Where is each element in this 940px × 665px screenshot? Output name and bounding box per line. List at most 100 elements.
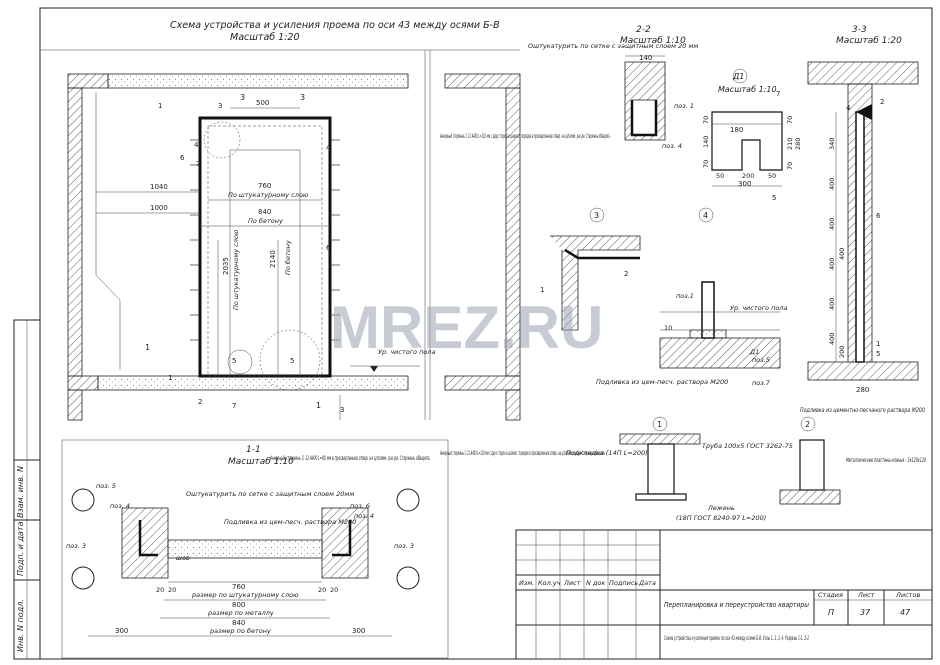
d1-dim-180: 180 bbox=[730, 126, 743, 134]
node-2: 2 Металлические пластины-клинья - 5х120х… bbox=[779, 416, 926, 505]
tb-sheets-h: Листов bbox=[895, 591, 920, 599]
s11-anchor-right-note: Анкерный стержень ∅ 12 А400 L=110 мм с д… bbox=[440, 449, 605, 457]
plan-dim-500: 500 bbox=[256, 99, 269, 107]
s33-dim-400a: 400 bbox=[828, 178, 836, 190]
s33-label-1: 1 bbox=[876, 340, 880, 348]
tb-col-sign: Подпись bbox=[609, 579, 638, 587]
section-3-3: 3-3 Масштаб 1:20 340 400 400 400 400 400… bbox=[800, 25, 925, 414]
plan-cut-3a: 3 bbox=[240, 93, 245, 102]
s11-dim-20c: 20 bbox=[318, 586, 326, 594]
s11-dim-20b: 20 bbox=[168, 586, 176, 594]
plan-label-2: 2 bbox=[198, 398, 202, 406]
s33-label-6: 6 bbox=[876, 212, 881, 220]
d1-dim-200: 200 bbox=[742, 172, 754, 180]
d1-dim-210: 210 bbox=[786, 138, 794, 150]
tb-col-date: Дата bbox=[638, 579, 656, 587]
d1-dim-280: 280 bbox=[794, 138, 802, 150]
s11-dim-20d: 20 bbox=[330, 586, 338, 594]
plan-dim-1040: 1040 bbox=[150, 183, 168, 191]
node4-pos1: поз.1 bbox=[676, 292, 694, 300]
s11-note-fill: Подливка из цем-песч. раствора М200 bbox=[224, 518, 356, 526]
s22-note2: Анкерный стержень ∅ 12 А400 L=110 мм с д… bbox=[440, 132, 610, 140]
tb-col-list: Лист bbox=[563, 579, 581, 587]
node1-lezhen2: (18П ГОСТ 8240-97 L=200) bbox=[676, 514, 766, 522]
plan-label-1: 1 bbox=[158, 102, 162, 110]
watermark: MREZ.RU bbox=[330, 294, 603, 361]
d1-dim-70b: 70 bbox=[702, 160, 710, 168]
s33-dim-400e: 400 bbox=[828, 333, 836, 345]
plan-dim-760: 760 bbox=[258, 182, 271, 190]
detail-d1: Д1 Масштаб 1:10 180 300 50 200 50 70 140… bbox=[702, 68, 802, 202]
node4-dim: 10 bbox=[664, 324, 672, 332]
plan-label-7b: 7 bbox=[232, 402, 236, 410]
plan-dim-2035: 2035 bbox=[222, 257, 230, 275]
plan-label-4r: 4 bbox=[326, 144, 331, 152]
node3-num: 3 bbox=[594, 211, 599, 220]
plan-dim-2035-note: По штукатурному слою bbox=[232, 229, 240, 310]
plan-dim-2140-note: По бетону bbox=[284, 240, 292, 275]
s11-pos3l: поз. 3 bbox=[66, 542, 86, 550]
node3-label-1: 1 bbox=[540, 286, 544, 294]
d1-dim-140: 140 bbox=[702, 136, 710, 148]
node1-lezhen: Лежень bbox=[707, 504, 735, 512]
side-stamp: Взам. инв. N Подп. и дата Инв. N подл. bbox=[13, 319, 41, 660]
node4-pos7: поз.7 bbox=[752, 379, 771, 387]
plan-view: Схема устройства и усиления проема по ос… bbox=[40, 20, 521, 421]
tb-project: Перепланировка и переустройство квартиры bbox=[664, 601, 809, 609]
s33-dim-340: 340 bbox=[828, 138, 836, 150]
s33-label-4: 4 bbox=[846, 104, 851, 112]
node2-num: 2 bbox=[805, 420, 810, 429]
section-1-1: 1-1 Масштаб 1:10 760 размер по штукатурн… bbox=[61, 439, 449, 659]
s11-dim-800: 800 bbox=[232, 601, 245, 609]
tb-sheet-h: Лист bbox=[857, 591, 875, 599]
s11-pos3r: поз. 3 bbox=[394, 542, 414, 550]
s22-dim: 140 bbox=[639, 54, 652, 62]
s11-scale: Масштаб 1:10 bbox=[228, 457, 294, 467]
node1-pipe: Труба 100х5 ГОСТ 3262-75 bbox=[702, 442, 793, 450]
plan-label-5a: 5 bbox=[232, 357, 236, 365]
s11-dim-760-note: размер по штукатурному слою bbox=[191, 591, 299, 599]
d1-dim-50b: 50 bbox=[768, 172, 776, 180]
s22-note1-line: Оштукатурить по сетке с защитным слоем 2… bbox=[528, 42, 698, 50]
s11-note-anchor-right-visible: Анкерный стержень ∅ 12 А400 L=110 мм с д… bbox=[440, 449, 605, 457]
s11-dim-840: 840 bbox=[232, 619, 245, 627]
s11-dim-300a: 300 bbox=[115, 627, 128, 635]
s33-dim-200: 200 bbox=[838, 346, 846, 358]
plan-title: Схема устройства и усиления проема по ос… bbox=[170, 20, 500, 31]
tb-sheet: 37 bbox=[860, 608, 871, 617]
d1-scale: Масштаб 1:10 bbox=[718, 85, 777, 94]
s22-note1: Оштукатурить по сетке с защитным слоем 2… bbox=[528, 42, 698, 50]
tb-stage-h: Стадия bbox=[818, 591, 843, 599]
s11-dim-300b: 300 bbox=[352, 627, 365, 635]
s11-dim-840-note: размер по бетону bbox=[209, 627, 271, 635]
plan-label-5b: 5 bbox=[290, 357, 294, 365]
side-stamp-inv: Инв. N подл. bbox=[16, 599, 25, 652]
plan-dim-1000: 1000 bbox=[150, 204, 168, 212]
s11-title: 1-1 bbox=[246, 445, 261, 455]
plan-label-4: 4 bbox=[194, 141, 199, 149]
tb-col-kol: Кол.уч bbox=[538, 579, 561, 587]
node4-d1: Д1 bbox=[749, 348, 759, 356]
plan-dim-760-note: По штукатурному слою bbox=[228, 191, 309, 199]
plan-label-6: 6 bbox=[180, 154, 185, 162]
d1-title: Д1 bbox=[732, 72, 744, 81]
s11-note-anchor-left: Анкерный стержень ∅ 12 А400 L=80 мм в пр… bbox=[270, 454, 431, 462]
plan-dim-2140: 2140 bbox=[269, 250, 277, 268]
s33-label-5: 5 bbox=[876, 350, 880, 358]
node4-floor: Ур. чистого пола bbox=[730, 304, 787, 312]
plan-cut-1b: 1 bbox=[316, 401, 321, 410]
node1-pos: Подкладка (14П L=200) bbox=[566, 449, 648, 457]
s33-dim-280: 280 bbox=[856, 386, 869, 394]
side-stamp-sign: Подп. и дата bbox=[16, 521, 25, 576]
plan-scale: Масштаб 1:20 bbox=[230, 32, 300, 43]
plan-cut-1a: 1 bbox=[145, 343, 150, 352]
node-3: 3 1 2 bbox=[540, 207, 641, 331]
s33-label-2: 2 bbox=[880, 98, 884, 106]
tb-sheets: 47 bbox=[900, 608, 911, 617]
s11-dim-20a: 20 bbox=[156, 586, 164, 594]
tb-drawing: Схема устройства и усиления проема по ос… bbox=[664, 634, 809, 642]
s11-shov: шов bbox=[176, 554, 190, 562]
s11-dim-760: 760 bbox=[232, 583, 245, 591]
node3-label-2: 2 bbox=[624, 270, 628, 278]
